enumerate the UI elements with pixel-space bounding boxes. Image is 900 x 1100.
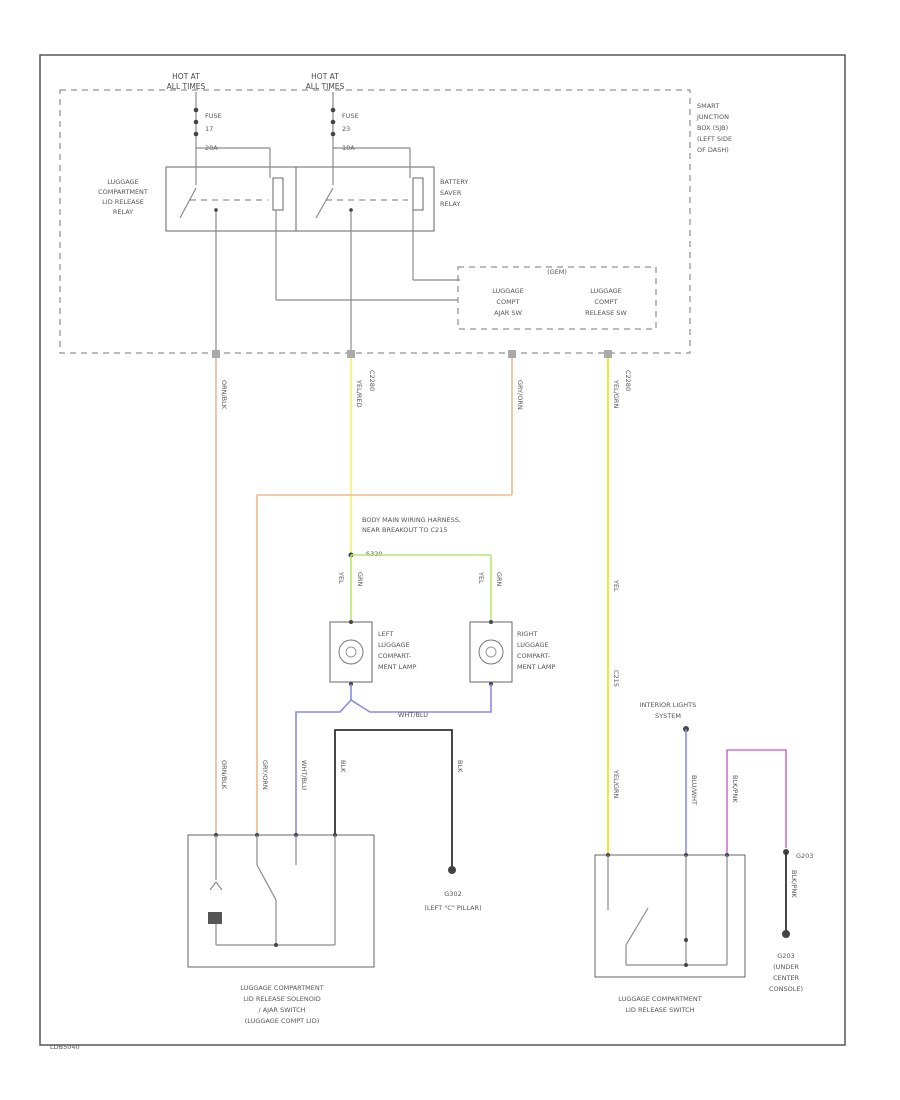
svg-text:YEL/GRN: YEL/GRN xyxy=(612,769,620,798)
g203-label3: CENTER xyxy=(773,974,800,982)
svg-text:BLK: BLK xyxy=(456,760,464,773)
right-lamp-label2: LUGGAGE xyxy=(517,641,549,649)
hot-right-line2: ALL TIMES xyxy=(306,82,345,91)
gem-ajar-3: AJAR SW xyxy=(494,309,522,317)
gem-title: (GEM) xyxy=(547,268,567,276)
relay-left-label3: LID RELEASE xyxy=(102,198,144,206)
wire-wht-blu-down xyxy=(295,699,352,835)
g203-top-label: G203 xyxy=(796,852,813,860)
release-sw-label2: LID RELEASE SWITCH xyxy=(625,1006,694,1014)
left-lamp xyxy=(329,620,373,686)
svg-text:WHT/BLU: WHT/BLU xyxy=(300,760,308,790)
harness-label1: BODY MAIN WIRING HARNESS, xyxy=(362,516,461,524)
relay-right-label3: RELAY xyxy=(440,200,460,208)
wht-blu-label: WHT/BLU xyxy=(398,711,428,719)
relay-left-label4: RELAY xyxy=(113,208,133,216)
harness-label2: NEAR BREAKOUT TO C215 xyxy=(362,526,447,534)
svg-text:YEL/RED: YEL/RED xyxy=(355,379,363,408)
g203-label2: (UNDER xyxy=(773,963,799,971)
sjb-connectors xyxy=(212,350,612,358)
fuse-left xyxy=(193,92,199,148)
sjb-label2: JUNCTION xyxy=(696,113,729,121)
svg-text:GRN: GRN xyxy=(356,572,364,587)
relay-right-label2: SAVER xyxy=(440,189,462,197)
right-lamp-label1: RIGHT xyxy=(517,630,537,638)
diagram-id: LDB5040 xyxy=(50,1043,80,1051)
svg-text:C215: C215 xyxy=(612,670,620,687)
svg-text:YEL/GRN: YEL/GRN xyxy=(612,379,620,408)
gem-ajar-1: LUGGAGE xyxy=(492,287,524,295)
wire-wht-blu-lamps xyxy=(350,684,492,713)
svg-text:BLK/PNK: BLK/PNK xyxy=(790,870,798,898)
solenoid-label1: LUGGAGE COMPARTMENT xyxy=(240,984,323,992)
hot-left-line1: HOT AT xyxy=(172,72,200,81)
svg-text:YEL: YEL xyxy=(337,571,345,584)
g203-label1: G203 xyxy=(777,952,794,960)
right-lamp xyxy=(469,620,513,686)
g203-label4: CONSOLE) xyxy=(769,985,803,993)
svg-text:ORN/BLK: ORN/BLK xyxy=(220,760,228,790)
svg-text:YEL: YEL xyxy=(477,571,485,584)
fuse-right-label1: FUSE xyxy=(342,112,359,120)
svg-text:BLK: BLK xyxy=(339,760,347,773)
svg-text:BLU/WHT: BLU/WHT xyxy=(690,775,698,805)
release-sw-label1: LUGGAGE COMPARTMENT xyxy=(618,995,701,1003)
solenoid-label2: LID RELEASE SOLENOID xyxy=(243,995,321,1003)
svg-text:GRN: GRN xyxy=(495,572,503,587)
sjb-label3: BOX (SJB) xyxy=(697,124,728,132)
relay-right-label1: BATTERY xyxy=(440,178,468,186)
gem-ajar-2: COMPT xyxy=(496,298,519,306)
g302-label1: G302 xyxy=(444,890,461,898)
gem-release-3: RELEASE SW xyxy=(585,309,627,317)
fuse-right xyxy=(330,92,336,148)
hot-right-line1: HOT AT xyxy=(311,72,339,81)
sjb-label5: OF DASH) xyxy=(697,146,729,154)
gem-box xyxy=(457,266,657,330)
left-lamp-label1: LEFT xyxy=(378,630,393,638)
svg-text:GRY/ORN: GRY/ORN xyxy=(516,380,524,410)
interior-label1: INTERIOR LIGHTS xyxy=(640,701,697,709)
svg-text:C2280: C2280 xyxy=(624,370,632,391)
relay-right xyxy=(295,147,460,360)
solenoid-switch xyxy=(187,833,375,968)
fuse-left-label1: FUSE xyxy=(205,112,222,120)
svg-text:ORN/BLK: ORN/BLK xyxy=(220,380,228,410)
left-lamp-label4: MENT LAMP xyxy=(378,663,416,671)
right-lamp-label4: MENT LAMP xyxy=(517,663,555,671)
diagram-frame xyxy=(39,54,846,1046)
wire-blk-ground xyxy=(334,729,453,868)
wire-labels-lower: ORN/BLK GRY/ORN WHT/BLU BLK BLK YEL/GRN … xyxy=(220,579,798,898)
relay-left xyxy=(165,147,297,360)
wire-labels-top: ORN/BLK YEL/RED GRY/ORN YEL/GRN C2280 C2… xyxy=(220,370,632,410)
release-switch xyxy=(594,853,746,978)
solenoid-label3: / AJAR SWITCH xyxy=(258,1006,305,1014)
interior-label2: SYSTEM xyxy=(655,712,681,720)
svg-text:C2280: C2280 xyxy=(368,370,376,391)
svg-text:BLK/PNK: BLK/PNK xyxy=(731,775,739,803)
fuse-right-label2: 23 xyxy=(342,125,350,133)
g302-label2: (LEFT "C" PILLAR) xyxy=(424,904,481,912)
relay-left-label2: COMPARTMENT xyxy=(98,188,148,196)
gem-release-2: COMPT xyxy=(594,298,617,306)
splice-label: S320 xyxy=(366,550,383,558)
svg-text:YEL: YEL xyxy=(612,579,620,592)
hot-left-line2: ALL TIMES xyxy=(167,82,206,91)
ground-g203 xyxy=(782,930,790,938)
left-lamp-label3: COMPART- xyxy=(378,652,412,660)
right-lamp-label3: COMPART- xyxy=(517,652,551,660)
ground-g302 xyxy=(448,866,456,874)
sjb-label1: SMART xyxy=(697,102,719,110)
sjb-box xyxy=(59,89,691,354)
relay-left-label1: LUGGAGE xyxy=(107,178,139,186)
left-lamp-label2: LUGGAGE xyxy=(378,641,410,649)
wire-purple xyxy=(726,749,787,855)
svg-text:GRY/ORN: GRY/ORN xyxy=(261,760,269,790)
fuse-left-label2: 17 xyxy=(205,125,213,133)
gem-release-1: LUGGAGE xyxy=(590,287,622,295)
solenoid-label4: (LUGGAGE COMPT LID) xyxy=(245,1017,320,1025)
wire-labels-lamps: YEL GRN YEL GRN xyxy=(337,571,503,587)
sjb-label4: (LEFT SIDE xyxy=(697,135,732,143)
